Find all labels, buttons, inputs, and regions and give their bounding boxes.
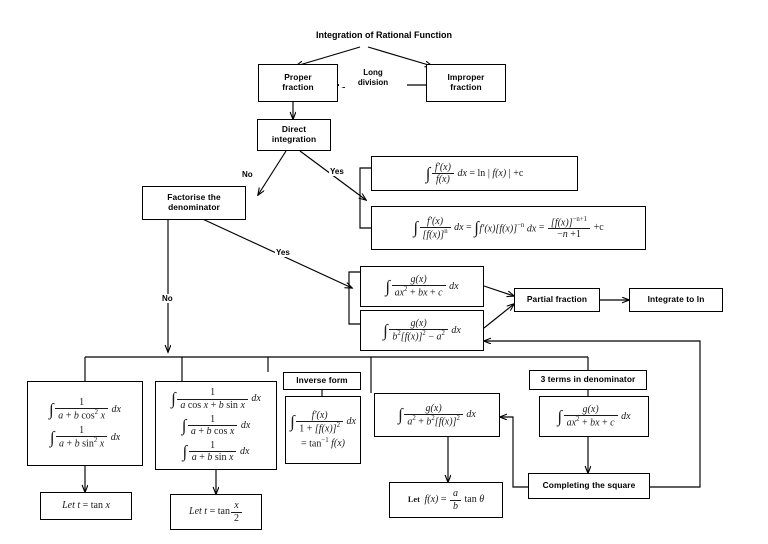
formula-three-terms: ∫ g(x)ax2 + bx + c dx <box>539 396 649 437</box>
edge-label-factorise-no: No <box>161 294 174 303</box>
node-three-terms-denominator[interactable]: 3 terms in denominator <box>529 370 647 390</box>
node-completing-the-square[interactable]: Completing the square <box>528 473 650 499</box>
formula-log-form-math: ∫ f′(x)f(x) dx = ln | f(x) | +c <box>425 161 524 185</box>
formula-power-form: ∫ f′(x)[f(x)]n dx = ∫f′(x)[f(x)]−n dx = … <box>371 206 646 250</box>
formula-quadratic-denominator: ∫ g(x)ax2 + bx + c dx <box>360 266 484 307</box>
formula-sub-tan-x-math: Let t = tan x <box>62 500 110 512</box>
formula-three-terms-math: ∫ g(x)ax2 + bx + c dx <box>557 404 631 429</box>
formula-log-form: ∫ f′(x)f(x) dx = ln | f(x) | +c <box>371 156 578 191</box>
node-integrate-to-ln[interactable]: Integrate to ln <box>629 288 723 312</box>
edge-label-direct-no: No <box>241 170 254 179</box>
edge-label-direct-yes: Yes <box>329 167 345 176</box>
edge-label-factorise-yes: Yes <box>275 248 291 257</box>
formula-difference-squares-math: ∫ g(x)b2[f(x)]2 − a2 dx <box>383 318 461 343</box>
formula-sub-tan-x: Let t = tan x <box>40 492 132 520</box>
node-partial-fraction[interactable]: Partial fraction <box>514 288 600 312</box>
formula-arctan-form: ∫ f′(x)1 + [f(x)]2 dx = tan−1 f(x) <box>285 396 361 464</box>
formula-power-form-math: ∫ f′(x)[f(x)]n dx = ∫f′(x)[f(x)]−n dx = … <box>413 215 604 241</box>
diagram-title: Integration of Rational Function <box>316 30 452 40</box>
node-inverse-form[interactable]: Inverse form <box>283 372 361 390</box>
formula-arctan-form-bottom: = tan−1 f(x) <box>301 437 345 450</box>
formula-sum-squares-math: ∫ g(x)a2 + b2[f(x)]2 dx <box>398 402 476 428</box>
formula-difference-squares: ∫ g(x)b2[f(x)]2 − a2 dx <box>360 310 484 351</box>
formula-arctan-form-top: ∫ f′(x)1 + [f(x)]2 dx <box>290 409 356 435</box>
formula-quadratic-denominator-math: ∫ g(x)ax2 + bx + c dx <box>385 274 459 299</box>
formula-sum-squares: ∫ g(x)a2 + b2[f(x)]2 dx <box>374 393 500 437</box>
